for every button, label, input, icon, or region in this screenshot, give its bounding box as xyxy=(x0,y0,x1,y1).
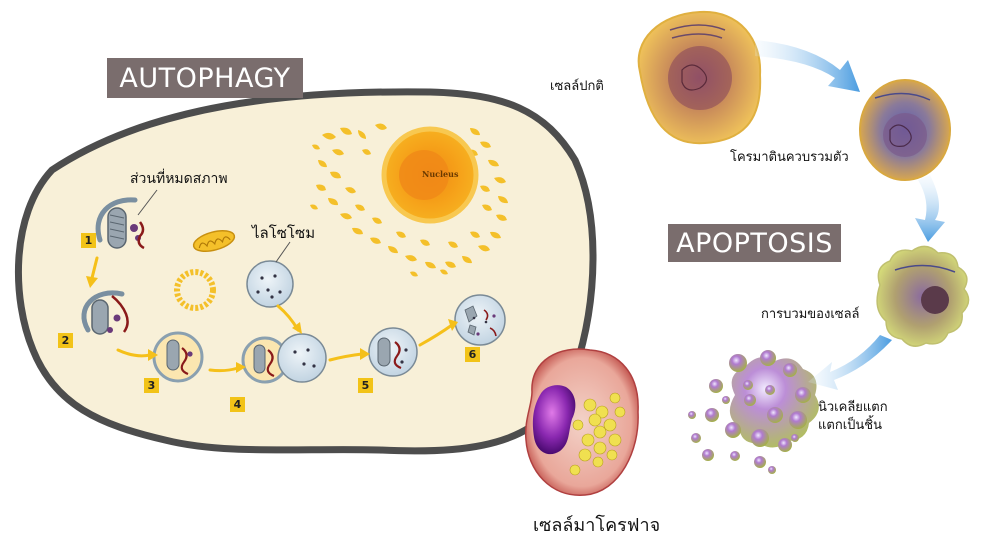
step-number-2: 2 xyxy=(58,333,73,348)
endoplasmic-reticulum xyxy=(310,123,508,277)
mitochondrion xyxy=(192,229,236,253)
nuclear-fragmentation-label-2: แตกเป็นชิ้น xyxy=(818,418,882,433)
macrophage xyxy=(524,348,639,496)
swelling-cell xyxy=(876,245,970,347)
normal-cell xyxy=(637,10,762,145)
normal-cell-label: เซลล์ปกติ xyxy=(550,79,604,94)
step-number-4: 4 xyxy=(230,397,245,412)
chromatin-condensation-label: โครมาตินควบรวมตัว xyxy=(730,150,849,165)
step-number-6: 6 xyxy=(465,347,480,362)
damaged-part-label: ส่วนที่หมดสภาพ xyxy=(130,171,228,187)
step-2-autophagosome-forming xyxy=(81,290,129,335)
apoptosis-title: APOPTOSIS xyxy=(668,224,841,262)
step-4-fusion xyxy=(241,333,327,384)
apoptosis-arrows xyxy=(755,40,945,390)
chromatin-condensation-cell xyxy=(859,79,951,181)
step-number-1: 1 xyxy=(81,233,96,248)
nucleus-label: Nucleus xyxy=(422,169,459,179)
step-5-autolysosome xyxy=(368,327,418,377)
step-1-phagophore xyxy=(95,197,145,250)
step-3-autophagosome xyxy=(152,331,204,383)
ribosome-ring xyxy=(174,269,216,311)
step-6-degradation xyxy=(454,294,506,346)
macrophage-label: เซลล์มาโครฟาจ xyxy=(533,515,661,536)
step-number-5: 5 xyxy=(358,378,373,393)
nuclear-fragmentation-label-1: นิวเคลียแตก xyxy=(818,400,888,415)
cell-swelling-label: การบวมของเซลล์ xyxy=(761,307,860,322)
damaged-part-pointer xyxy=(137,189,158,216)
lysosome-label: ไลโซโซม xyxy=(252,224,316,242)
autophagy-cell-membrane xyxy=(15,88,597,455)
nucleolus xyxy=(399,150,449,200)
autophagy-arrowheads xyxy=(86,276,458,373)
autophagy-title: AUTOPHAGY xyxy=(107,58,303,98)
lysosome-pointer xyxy=(275,241,291,263)
lysosome xyxy=(246,260,294,308)
step-number-3: 3 xyxy=(144,378,159,393)
apoptotic-bodies xyxy=(688,350,819,474)
